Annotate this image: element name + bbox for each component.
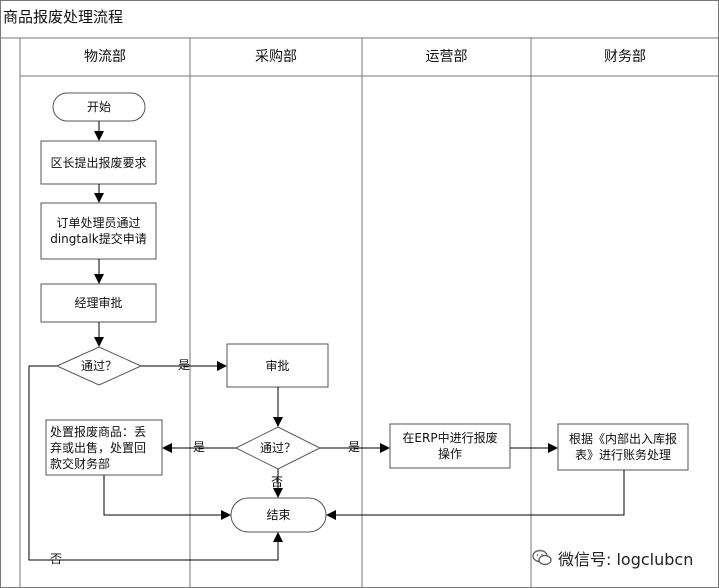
step3-label: 经理审批: [74, 296, 123, 310]
lane-header-operations: 运营部: [425, 49, 468, 65]
step2-box: [40, 202, 157, 260]
step3-box: [40, 283, 157, 323]
decision2-label: 通过？: [259, 441, 296, 455]
step2-label: 订单处理员通过 dingtalk提交申请: [50, 216, 147, 246]
finance-box: [557, 423, 689, 471]
erp-box: [389, 423, 511, 469]
step1-box: [40, 140, 157, 185]
edge-label-yes-3: 是: [348, 440, 361, 454]
decision1-label: 通过？: [80, 359, 117, 373]
edge-label-no-1: 否: [271, 475, 284, 489]
lane-header-purchasing: 采购部: [255, 49, 297, 65]
lane-header-finance: 财务部: [604, 49, 646, 65]
step1-label: 区长提出报废要求: [50, 155, 147, 170]
arrow-finance-end: [326, 470, 625, 520]
dispose-label: 处置报废商品：丢 弃或出售，处置回 款交财务部: [50, 424, 147, 471]
finance-label: 根据《内部出入库报 表》进行账务处理: [568, 432, 677, 462]
page-title: 商品报废处理流程: [3, 8, 124, 26]
watermark-text: 微信号: logclubcn: [558, 550, 694, 569]
arrow-decision1-no-end: [28, 365, 283, 561]
edge-label-yes-1: 是: [178, 358, 191, 372]
arrow-dispose-end: [103, 475, 231, 520]
edge-label-yes-2: 是: [193, 440, 206, 454]
watermark: 微信号: logclubcn: [532, 546, 693, 570]
edge-label-no-2: 否: [50, 552, 63, 566]
end-label: 结束: [266, 508, 291, 522]
lane-header-logistics: 物流部: [84, 49, 126, 65]
start-label: 开始: [86, 100, 111, 114]
erp-label: 在ERP中进行报废 操作: [402, 431, 498, 461]
approve-label: 审批: [265, 358, 290, 373]
wechat-icon: [532, 549, 552, 566]
